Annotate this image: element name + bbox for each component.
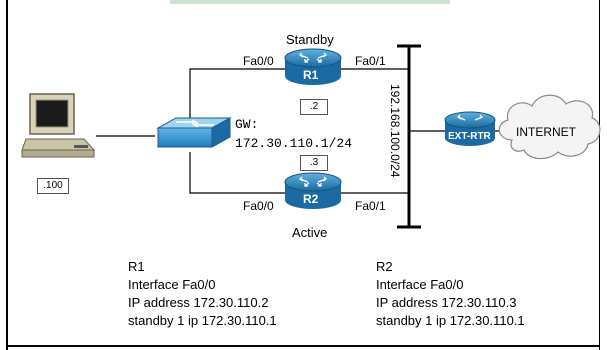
gateway-address: 172.30.110.1/24 (235, 136, 353, 151)
link-switch-r1 (189, 68, 285, 125)
r2-config-line: Interface Fa0/0 (376, 277, 464, 292)
internet-cloud-icon (498, 94, 601, 160)
r2-config-line: standby 1 ip 172.30.110.1 (376, 313, 525, 328)
r2-config-block: R2 Interface Fa0/0 IP address 172.30.110… (376, 258, 525, 330)
pc-ip-box: .100 (37, 178, 69, 194)
r1-config-line: standby 1 ip 172.30.110.1 (128, 313, 277, 328)
r1-role-label: Standby (286, 32, 334, 47)
r1-config-title: R1 (128, 259, 145, 274)
frame-top-shade (170, 0, 450, 4)
outside-subnet-label: 192.168.100.0/24 (388, 84, 402, 178)
r2-icon (284, 172, 342, 209)
r2-label: R2 (303, 192, 319, 206)
frame-right-edge (599, 0, 600, 350)
r2-ip-box: .3 (300, 155, 328, 171)
frame-left-edge (6, 0, 8, 350)
ext-router-icon (444, 111, 496, 146)
switch-icon (156, 117, 232, 148)
r1-port-right: Fa0/1 (355, 54, 386, 68)
r1-config-line: Interface Fa0/0 (128, 277, 216, 292)
r2-config-line: IP address 172.30.110.3 (376, 295, 517, 310)
links (96, 68, 508, 194)
r2-role-label: Active (292, 225, 328, 240)
r2-port-right: Fa0/1 (355, 199, 386, 213)
pc-icon (21, 93, 96, 158)
r2-port-left: Fa0/0 (243, 199, 274, 213)
r1-port-left: Fa0/0 (243, 54, 274, 68)
internet-label: INTERNET (516, 125, 576, 139)
link-switch-r2 (189, 152, 285, 194)
r1-label: R1 (303, 68, 319, 82)
gateway-label: GW: (235, 117, 259, 132)
r1-icon (284, 48, 342, 85)
outside-bus (397, 44, 421, 229)
r1-config-block: R1 Interface Fa0/0 IP address 172.30.110… (128, 258, 277, 330)
frame-bottom-edge (6, 345, 600, 347)
ext-router-label: EXT-RTR (448, 131, 491, 142)
r2-config-title: R2 (376, 259, 393, 274)
r1-ip-box: .2 (300, 99, 328, 115)
r1-config-line: IP address 172.30.110.2 (128, 295, 269, 310)
